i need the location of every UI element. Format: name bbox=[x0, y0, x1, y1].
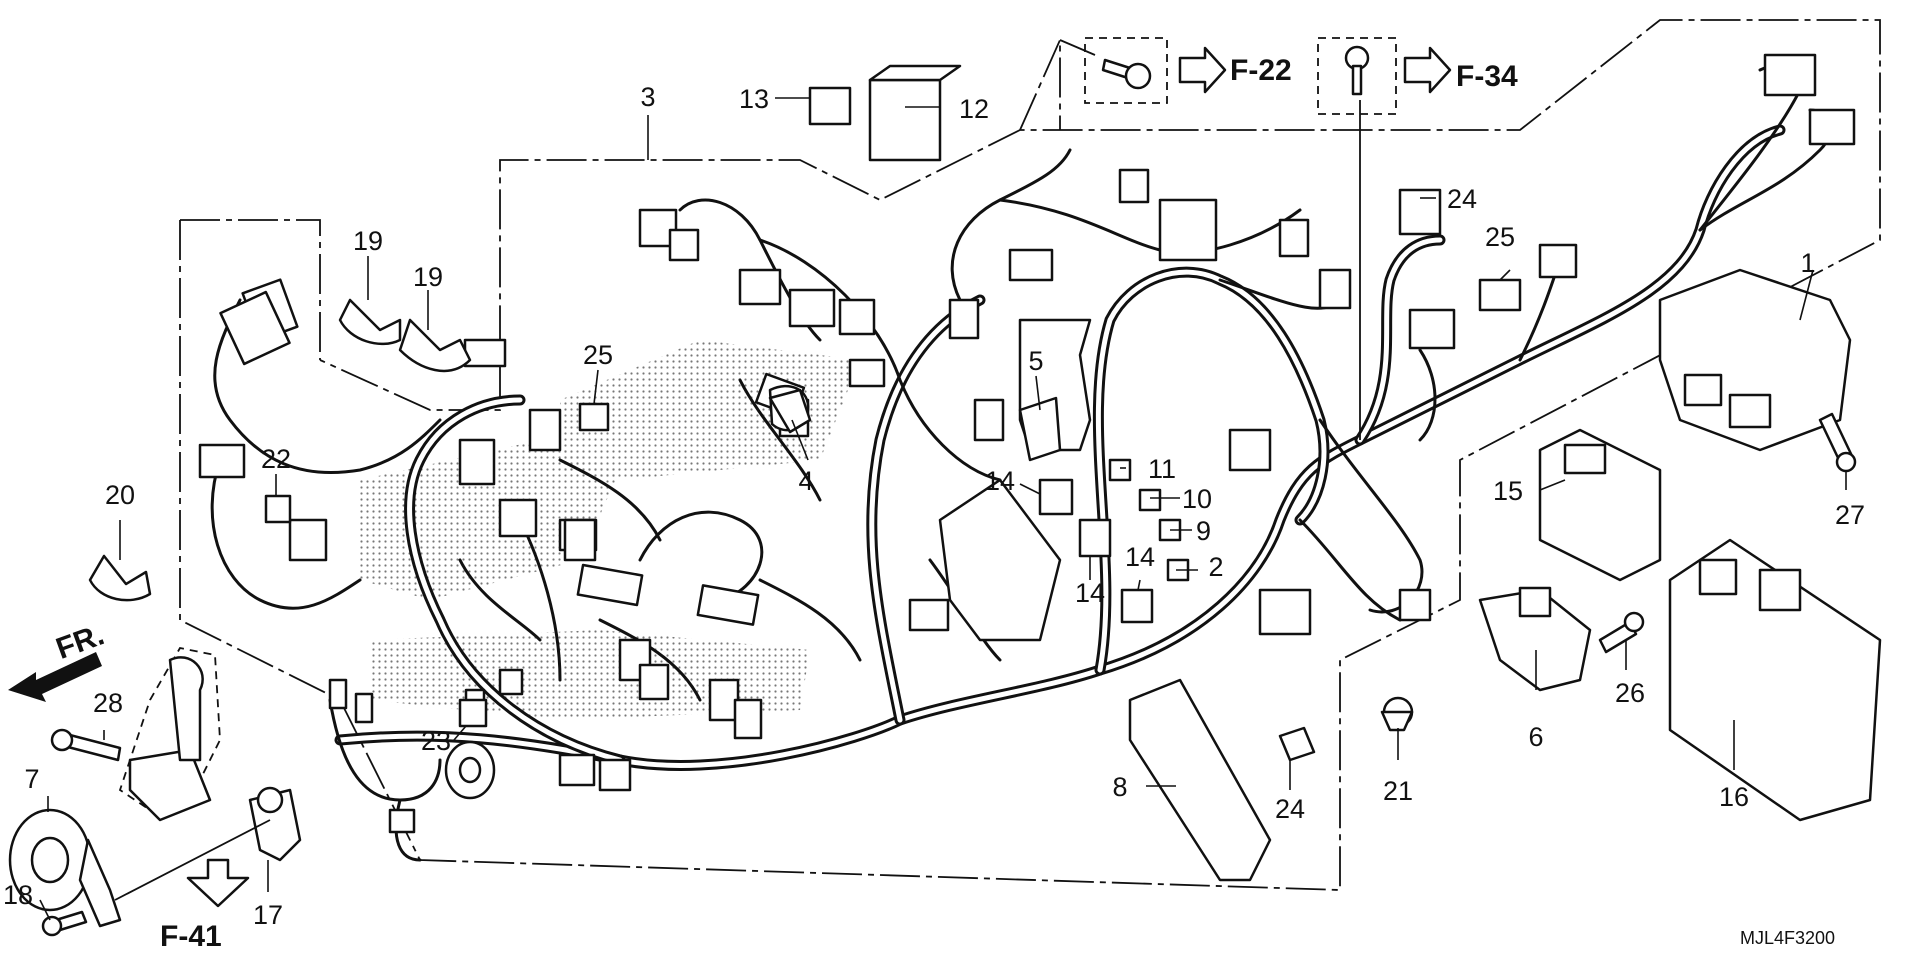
arrow-f41 bbox=[186, 858, 250, 908]
separate-parts bbox=[8, 45, 1882, 937]
bolt-box-f22 bbox=[1084, 37, 1168, 104]
ref-f34: F-34 bbox=[1456, 60, 1518, 93]
arrow-f34 bbox=[1403, 46, 1452, 94]
callout-21: 21 bbox=[1383, 776, 1413, 806]
callout-13: 13 bbox=[739, 84, 769, 114]
callout-4: 4 bbox=[798, 466, 813, 496]
callout-2: 2 bbox=[1208, 552, 1223, 582]
callout-12: 12 bbox=[959, 94, 989, 124]
callout-24-top: 24 bbox=[1447, 184, 1477, 214]
callout-1: 1 bbox=[1800, 248, 1815, 278]
wire-harness bbox=[210, 64, 1833, 862]
callout-18: 18 bbox=[3, 880, 33, 910]
callout-27: 27 bbox=[1835, 500, 1865, 530]
harness-connectors bbox=[198, 53, 1856, 834]
callout-14-c: 14 bbox=[1125, 542, 1155, 572]
callout-7: 7 bbox=[24, 764, 39, 794]
front-arrow bbox=[8, 652, 102, 702]
front-label: FR. bbox=[52, 618, 109, 666]
callout-23: 23 bbox=[421, 726, 451, 756]
callout-22: 22 bbox=[261, 444, 291, 474]
callout-19-a: 19 bbox=[353, 226, 383, 256]
callout-14-b: 14 bbox=[1075, 578, 1105, 608]
callout-20: 20 bbox=[105, 480, 135, 510]
callout-15: 15 bbox=[1493, 476, 1523, 506]
callout-25-right: 25 bbox=[1485, 222, 1515, 252]
bolt-box-f34 bbox=[1317, 37, 1397, 115]
arrow-f22 bbox=[1178, 46, 1227, 94]
callout-16: 16 bbox=[1719, 782, 1749, 812]
callout-3: 3 bbox=[640, 82, 655, 112]
callout-5: 5 bbox=[1028, 346, 1043, 376]
bracket-box bbox=[118, 646, 221, 811]
callouts: 1 2 3 4 5 6 7 8 9 10 11 12 13 14 14 14 1… bbox=[3, 82, 1865, 930]
ref-f22: F-22 bbox=[1230, 54, 1292, 87]
callout-14-a: 14 bbox=[985, 466, 1015, 496]
callout-9: 9 bbox=[1196, 516, 1211, 546]
callout-17: 17 bbox=[253, 900, 283, 930]
callout-25-left: 25 bbox=[583, 340, 613, 370]
reference-arrows bbox=[8, 46, 1452, 908]
callout-10: 10 bbox=[1182, 484, 1212, 514]
callout-11: 11 bbox=[1148, 454, 1176, 484]
callout-19-b: 19 bbox=[413, 262, 443, 292]
callout-26: 26 bbox=[1615, 678, 1645, 708]
drawing-code: MJL4F3200 bbox=[1740, 928, 1835, 948]
reference-labels: F-22 F-34 F-41 FR. MJL4F3200 bbox=[52, 54, 1835, 953]
ref-f41: F-41 bbox=[160, 920, 222, 953]
leader-lines bbox=[39, 39, 1847, 921]
callout-28: 28 bbox=[93, 688, 123, 718]
callout-24-bottom: 24 bbox=[1275, 794, 1305, 824]
callout-6: 6 bbox=[1528, 722, 1543, 752]
callout-8: 8 bbox=[1112, 772, 1127, 802]
